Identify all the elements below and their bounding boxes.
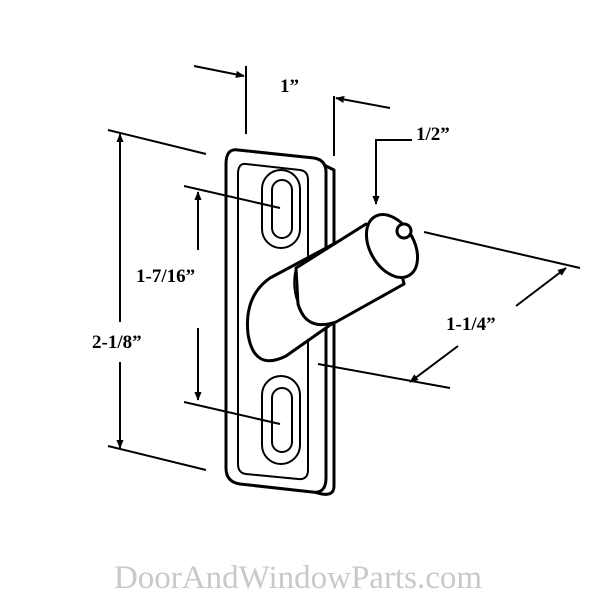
dim-pin-diameter: 1/2” xyxy=(372,124,450,205)
bracket-part xyxy=(224,148,420,496)
watermark-text: DoorAndWindowParts.com xyxy=(114,560,482,596)
dim-width-plate-label: 1” xyxy=(280,76,299,97)
pin-knob xyxy=(395,222,413,240)
dim-pin-diameter-label: 1/2” xyxy=(416,124,450,145)
dim-slot-spacing-label: 1-7/16” xyxy=(136,266,195,287)
dim-slot-spacing: 1-7/16” xyxy=(136,185,281,425)
dim-height-overall: 2-1/8” xyxy=(92,129,207,471)
dim-pin-length-label: 1-1/4” xyxy=(446,314,496,335)
dim-pin-length: 1-1/4” xyxy=(317,231,581,389)
plate-flange xyxy=(237,162,309,481)
dim-height-overall-label: 2-1/8” xyxy=(92,332,142,353)
upper-slot xyxy=(261,169,301,249)
dim-width-plate: 1” xyxy=(193,65,391,156)
